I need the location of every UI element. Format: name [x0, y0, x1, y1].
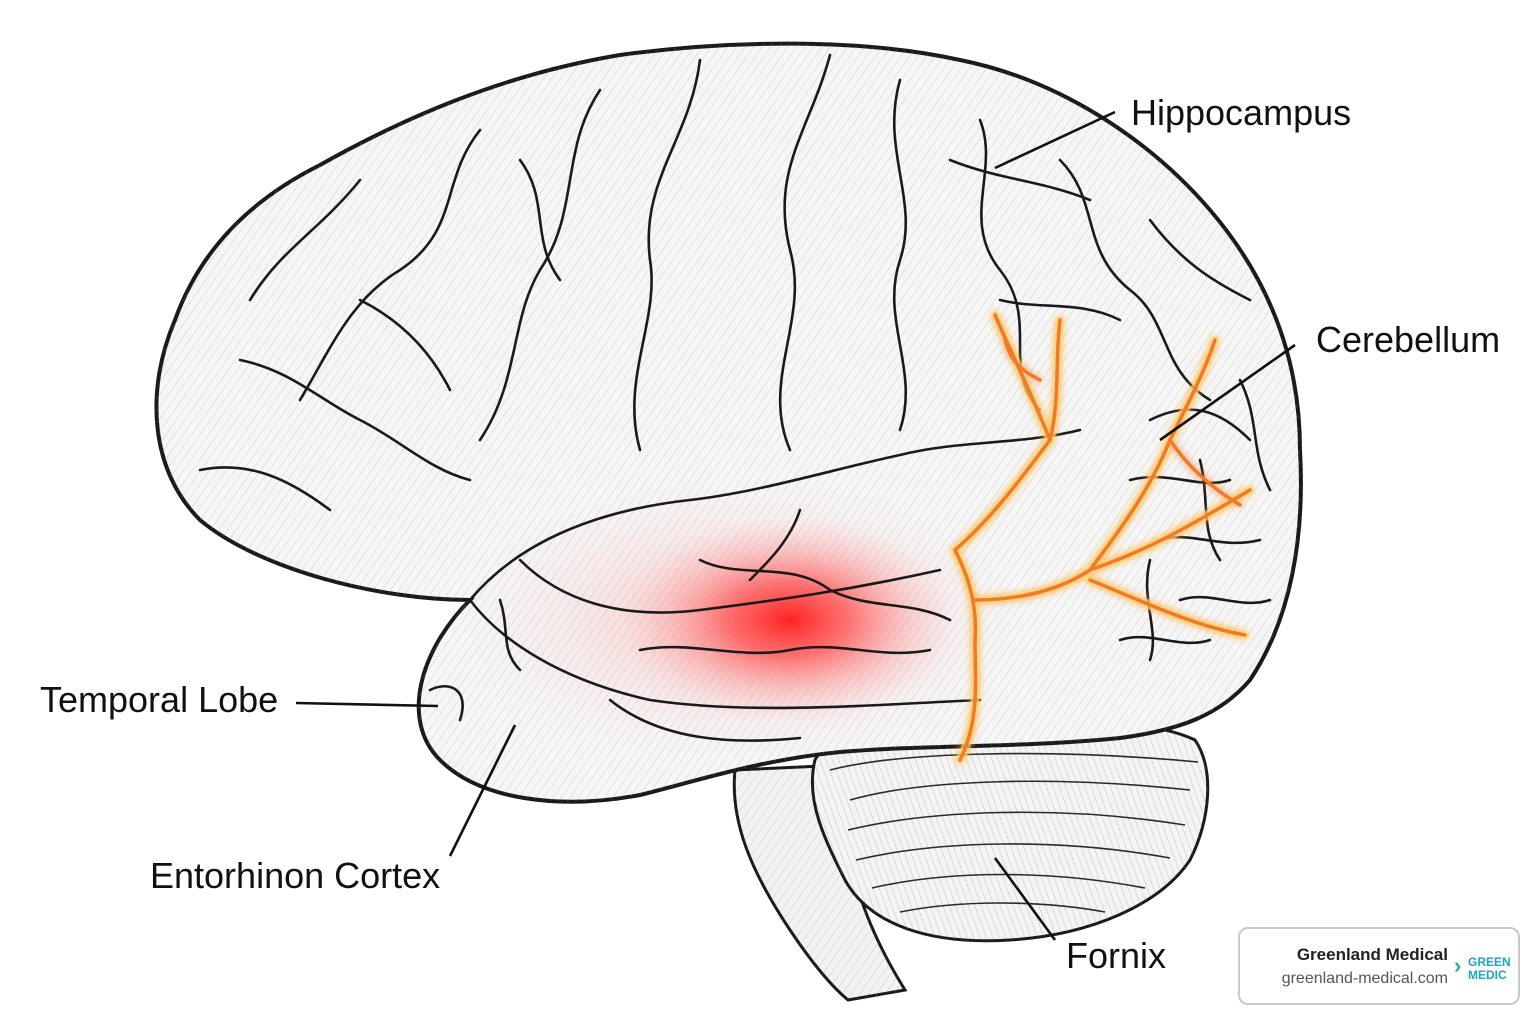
brand-logo-line2: MEDIC: [1468, 968, 1507, 982]
leader-lines: [295, 110, 1296, 941]
cerebellum-folia: [829, 752, 1199, 913]
leader-temporal-lobe: [295, 701, 439, 708]
label-fornix: Fornix: [1066, 935, 1166, 976]
chevron-right-icon: ›: [1454, 953, 1462, 978]
label-temporal-lobe: Temporal Lobe: [40, 679, 278, 720]
brand-badge[interactable]: Greenland Medical greenland-medical.com …: [1238, 927, 1520, 1005]
label-hippocampus: Hippocampus: [1131, 92, 1351, 133]
label-entorhinal-cortex: Entorhinon Cortex: [150, 855, 440, 896]
neural-pathway: [950, 310, 1255, 765]
activity-hotspot: [620, 515, 960, 725]
brand-logo: GREEN MEDIC: [1468, 956, 1511, 982]
brand-url[interactable]: greenland-medical.com: [1281, 970, 1448, 987]
brand-name: Greenland Medical: [1296, 945, 1448, 964]
leader-fornix: [993, 857, 1057, 941]
leader-cerebellum: [1159, 343, 1296, 442]
label-cerebellum: Cerebellum: [1316, 319, 1500, 360]
leader-entorhinal-cortex: [448, 724, 517, 857]
brand-logo-line1: GREEN: [1468, 955, 1511, 969]
leader-hippocampus: [994, 110, 1116, 170]
